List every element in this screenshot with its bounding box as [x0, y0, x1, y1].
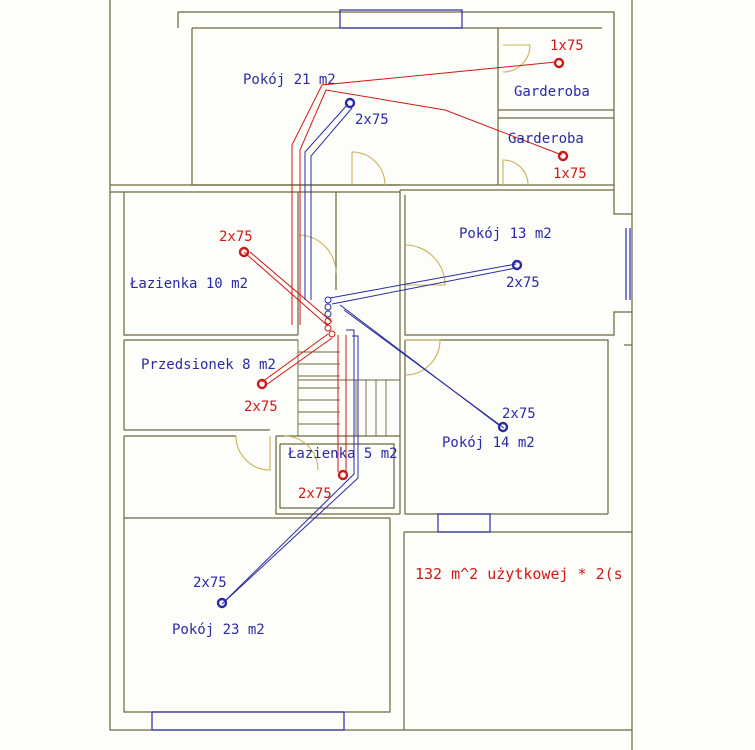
- terminal-label-lazienka-5: 2x75: [298, 486, 332, 502]
- terminal-label-pokoj-23: 2x75: [193, 575, 227, 591]
- exhaust-terminal-pokoj-21: [344, 97, 356, 109]
- area-note: 132 m^2 użytkowej * 2(s: [415, 565, 623, 583]
- room-label-pokoj-23: Pokój 23 m2: [172, 622, 265, 638]
- room-label-pokoj-13: Pokój 13 m2: [459, 226, 552, 242]
- room-label-lazienka-10: Łazienka 10 m2: [129, 276, 248, 292]
- room-label-pokoj-21: Pokój 21 m2: [243, 72, 336, 88]
- supply-terminal-lazienka-10: [238, 246, 250, 258]
- windows: [151, 9, 631, 731]
- exhaust-ducts: [221, 103, 517, 605]
- terminal-label-lazienka-10: 2x75: [219, 229, 253, 245]
- room-label-garderoba-2: Garderoba: [508, 131, 584, 147]
- terminal-label-garderoba-2: 1x75: [553, 166, 587, 182]
- supply-terminal-garderoba-2: [557, 150, 569, 162]
- exhaust-terminal-pokoj-13: [511, 259, 523, 271]
- staircase: [298, 351, 387, 436]
- doors: [235, 44, 531, 471]
- room-label-przedsionek-8: Przedsionek 8 m2: [141, 357, 276, 373]
- terminal-label-przedsionek: 2x75: [244, 399, 278, 415]
- room-label-lazienka-5: Łazienka 5 m2: [287, 446, 398, 462]
- terminal-label-pokoj-14: 2x75: [502, 406, 536, 422]
- manifold: [324, 296, 336, 338]
- room-label-garderoba-1: Garderoba: [514, 84, 590, 100]
- terminal-label-garderoba-1: 1x75: [550, 38, 584, 54]
- supply-terminal-lazienka-5: [337, 469, 349, 481]
- terminal-label-pokoj-13: 2x75: [506, 275, 540, 291]
- supply-terminal-garderoba-1: [553, 57, 565, 69]
- exhaust-terminal-pokoj-23: [216, 597, 228, 609]
- terminal-label-pokoj-21: 2x75: [355, 112, 389, 128]
- supply-ducts: [243, 61, 563, 472]
- room-label-pokoj-14: Pokój 14 m2: [442, 435, 535, 451]
- exhaust-terminal-pokoj-14: [497, 421, 509, 433]
- supply-terminal-przedsionek: [256, 378, 268, 390]
